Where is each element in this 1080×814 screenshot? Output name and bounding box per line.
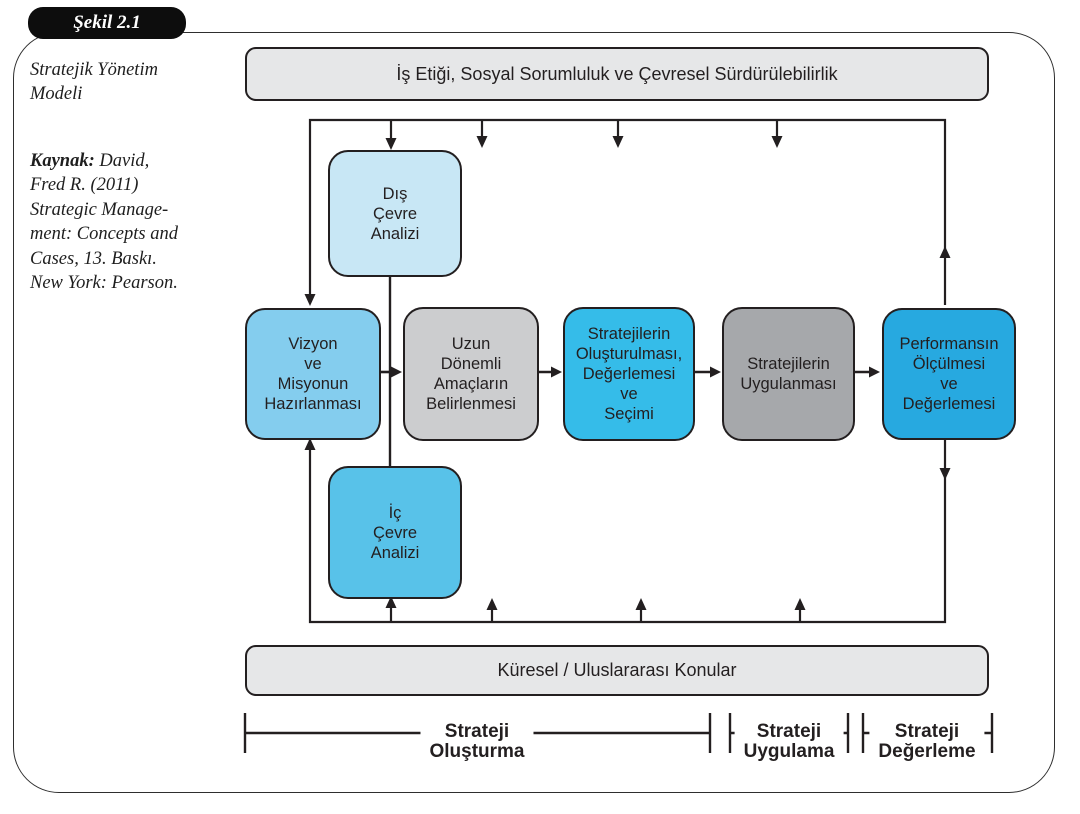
node-strateji-olusturma-degerleme-secim: Stratejilerin Oluşturulması, Değerlemesi… [563,307,695,441]
figure-frame [13,32,1055,793]
top-feedback-loop [304,118,951,306]
arrow-olusturma-to-uygulama [710,366,721,378]
node-uzun-donemli-amaclar: Uzun Dönemli Amaçların Belirlenmesi [403,307,539,441]
arrow-up-into-ic-cevre [385,596,397,608]
node-ic-cevre-analizi: İç Çevre Analizi [328,466,462,599]
source-text: David, Fred R. (2011) Strategic Manage- … [30,150,178,294]
figure-badge-label: Şekil 2.1 [73,12,141,33]
arrow-uzun-to-olusturma [551,366,562,378]
figure-badge: Şekil 2.1 [28,7,186,39]
arrow-uygulama-to-performans [869,366,880,378]
source-label: Kaynak: [30,150,95,171]
figure-title: Stratejik Yönetim Modeli [30,60,158,104]
arrow-up-into-vizyon-bottom [304,438,316,450]
global-issues-bar-label: Küresel / Uluslararası Konular [497,660,737,680]
ethics-bar-label: İş Etiği, Sosyal Sorumluluk ve Çevresel … [396,63,838,84]
figure-source: Kaynak: David, Fred R. (2011) Strategic … [30,149,240,296]
stage-label-strateji-uygulama: Strateji Uygulama [734,722,844,762]
arrow-down-into-vizyon-top [304,294,316,306]
node-dis-cevre-analizi: Dış Çevre Analizi [328,150,462,277]
node-strateji-uygulama: Stratejilerin Uygulanması [722,307,855,441]
bottom-feedback-loop [304,438,951,624]
node-performans-olcme-degerleme: Performansın Ölçülmesi ve Değerlemesi [882,308,1016,440]
arrow-up-right-feedback [939,246,951,258]
global-issues-bar: Küresel / Uluslararası Konular [245,645,989,696]
arrow-vizyon-to-uzun [391,366,402,378]
node-vizyon-misyon: Vizyon ve Misyonun Hazırlanması [245,308,381,440]
stage-label-strateji-olusturma: Strateji Oluşturma [420,722,534,762]
arrow-down-right-feedback [939,468,951,480]
stage-label-strateji-degerleme: Strateji Değerleme [869,722,985,762]
arrow-down-into-dis-cevre [385,138,397,150]
ethics-bar: İş Etiği, Sosyal Sorumluluk ve Çevresel … [245,47,989,101]
